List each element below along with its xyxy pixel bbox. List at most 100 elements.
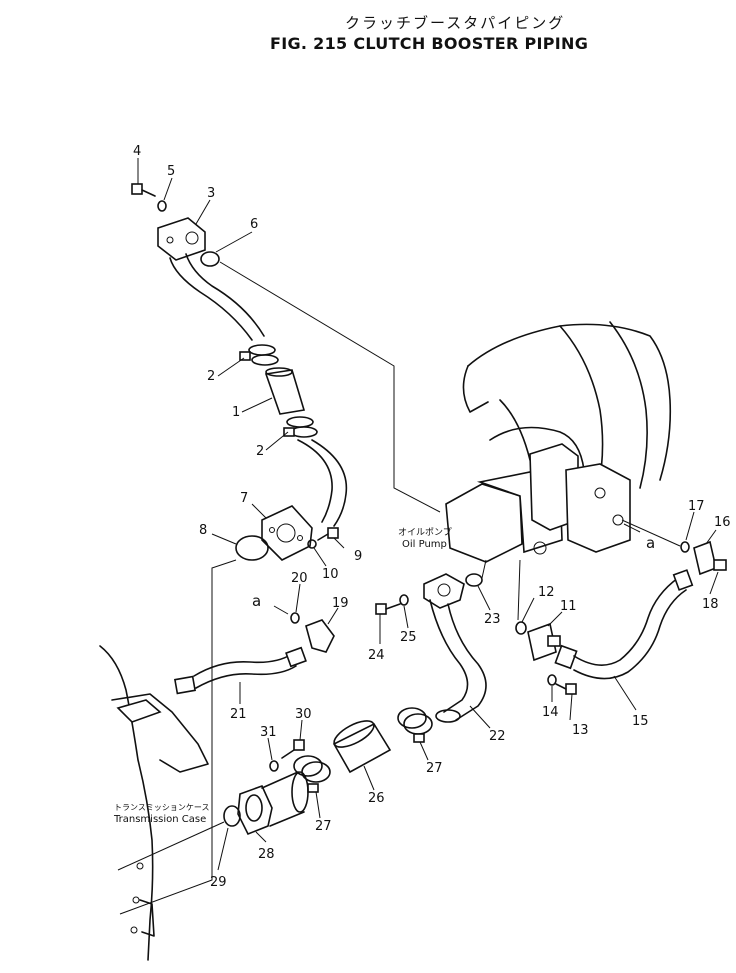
elbow-19 <box>305 619 335 653</box>
pipe-22 <box>423 573 487 723</box>
pipe-22-flange-bore <box>437 583 451 597</box>
callout-5: 5 <box>167 164 175 179</box>
callout-2-upper: 2 <box>207 369 215 384</box>
callout-17: 17 <box>688 499 705 514</box>
callout-18: 18 <box>702 597 719 612</box>
line-oring29-to-case <box>117 821 225 871</box>
callout-2-lower: 2 <box>256 444 264 459</box>
washer-10 <box>307 539 317 549</box>
bolt-13-head <box>565 683 577 695</box>
callout-27-upper: 27 <box>426 761 443 776</box>
callout-14: 14 <box>542 705 559 720</box>
line-oring6-to-pump <box>219 261 441 513</box>
housing-port-upper <box>594 487 606 499</box>
callout-16: 16 <box>714 515 731 530</box>
callout-13: 13 <box>572 723 589 738</box>
callout-30: 30 <box>295 707 312 722</box>
callout-29: 29 <box>210 875 227 890</box>
housing-boss <box>489 426 585 471</box>
callout-7: 7 <box>240 491 248 506</box>
flange-3-bolt-hole <box>166 236 174 244</box>
transmission-case <box>99 645 209 961</box>
callout-22: 22 <box>489 729 506 744</box>
adapter-11-nipple <box>547 635 561 647</box>
callout-28: 28 <box>258 847 275 862</box>
bolt-24-shank <box>385 603 401 610</box>
pipe-28-top-edge <box>261 771 299 789</box>
case-bolt-2 <box>132 896 140 904</box>
callout-6: 6 <box>250 217 258 232</box>
case-port <box>116 699 162 723</box>
case-bolt-1 <box>136 862 144 870</box>
hose-21-bottom-edge <box>195 665 297 689</box>
lower-pipe-right-edge <box>311 439 348 527</box>
housing-inner <box>499 399 531 461</box>
hose-15-fitting-left <box>554 644 578 670</box>
callout-1: 1 <box>232 405 240 420</box>
hose-15-fitting-right <box>672 569 694 591</box>
callout-31: 31 <box>260 725 277 740</box>
arrow-a-right <box>623 523 641 533</box>
washer-25 <box>399 594 409 606</box>
hose-15-bottom-edge <box>573 589 687 680</box>
clamp-27-upper-screw <box>413 733 425 743</box>
callout-26: 26 <box>368 791 385 806</box>
pipe-22-right-edge <box>447 603 487 721</box>
washer-14 <box>547 674 557 686</box>
hose-1 <box>264 369 306 415</box>
oil-pump-label: Oil Pump <box>402 539 447 550</box>
bolt-4-head <box>131 183 143 195</box>
case-bracket <box>139 899 155 937</box>
housing-rib-b <box>609 321 648 489</box>
pipe-22-flange <box>423 573 465 609</box>
line-pump-to-oring12 <box>517 559 521 621</box>
upper-pipe-right-edge <box>185 253 265 337</box>
pipe-28-flange <box>237 784 273 836</box>
o-ring-8 <box>235 535 269 561</box>
hose-clamp-2-upper-b <box>251 354 279 366</box>
o-ring-6 <box>200 251 220 267</box>
line-oring8-to-case <box>119 559 237 915</box>
callout-20: 20 <box>291 571 308 586</box>
clamp-screw-lower <box>283 427 295 437</box>
flange-7-bolt-hole-b <box>297 535 303 541</box>
figure-title: FIG. 215 CLUTCH BOOSTER PIPING <box>270 34 589 53</box>
callout-23: 23 <box>484 612 501 627</box>
hose-clamp-2-lower <box>286 416 314 428</box>
lower-pipe-left-edge <box>297 439 333 523</box>
o-ring-12 <box>515 621 527 635</box>
o-ring-29 <box>223 805 241 827</box>
pump-outlet-port <box>533 541 547 555</box>
clamp-screw-upper <box>239 351 251 361</box>
clamp-27-lower <box>293 755 331 793</box>
callout-10: 10 <box>322 567 339 582</box>
upper-pipe-left-edge <box>169 257 253 341</box>
bolt-30-shank <box>281 749 295 759</box>
callout-27-lower: 27 <box>315 819 332 834</box>
oil-pump-body <box>445 483 523 563</box>
callout-11: 11 <box>560 599 577 614</box>
oil-pump-label-jp: オイルポンプ <box>398 527 452 538</box>
clamp-27-upper-ring-b <box>403 713 433 735</box>
hose-21-top-edge <box>193 653 293 677</box>
line-pump-to-oring23 <box>481 559 487 579</box>
bolt-24-head <box>375 603 387 615</box>
callout-8: 8 <box>199 523 207 538</box>
callout-25: 25 <box>400 630 417 645</box>
elbow-16 <box>693 540 717 576</box>
title-japanese: クラッチブースタパイピング <box>345 14 566 32</box>
case-bolt-3 <box>130 926 138 934</box>
clamp-27-upper <box>397 707 433 743</box>
bolt-9-head <box>327 527 339 539</box>
ref-a-right: a <box>646 534 655 552</box>
clamp-27-upper-ring <box>397 707 427 729</box>
callout-numbers: 4 5 3 6 2 1 2 7 8 9 10 20 a 19 24 25 23 … <box>133 144 731 890</box>
o-ring-17 <box>680 541 690 553</box>
upper-pipe-assembly <box>157 217 348 561</box>
leader-lines <box>137 158 719 871</box>
pipe-22-end <box>435 709 461 723</box>
transmission-case-label: Transmission Case <box>113 814 206 825</box>
bolt-4 <box>131 183 156 197</box>
hose-15-top-edge <box>573 577 679 666</box>
